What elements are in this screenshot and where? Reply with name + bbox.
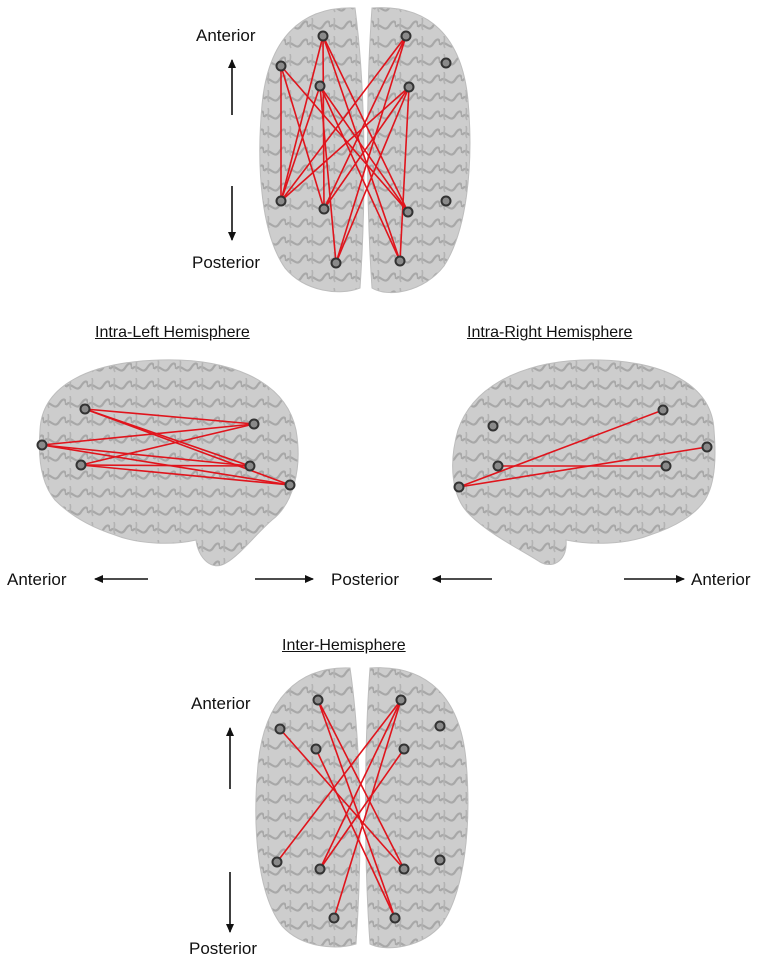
top-anterior-label: Anterior xyxy=(196,26,256,46)
left-anterior-label: Anterior xyxy=(7,570,67,590)
lateral-brain-left xyxy=(38,360,299,566)
bottom-posterior-label: Posterior xyxy=(189,939,257,959)
middle-posterior-label: Posterior xyxy=(331,570,399,590)
right-anterior-label: Anterior xyxy=(691,570,751,590)
lateral-brain-right xyxy=(453,360,715,565)
left-hemisphere-bottom xyxy=(256,668,360,947)
right-hemisphere-bottom xyxy=(366,668,468,948)
dorsal-brain-bottom xyxy=(256,668,468,948)
inter-title: Inter-Hemisphere xyxy=(282,636,406,656)
bottom-anterior-label: Anterior xyxy=(191,694,251,714)
dorsal-brain-top xyxy=(260,8,470,293)
intra-right-title: Intra-Right Hemisphere xyxy=(467,323,632,343)
intra-left-title: Intra-Left Hemisphere xyxy=(95,323,250,343)
top-posterior-label: Posterior xyxy=(192,253,260,273)
right-lateral-brain-shape xyxy=(453,360,715,565)
